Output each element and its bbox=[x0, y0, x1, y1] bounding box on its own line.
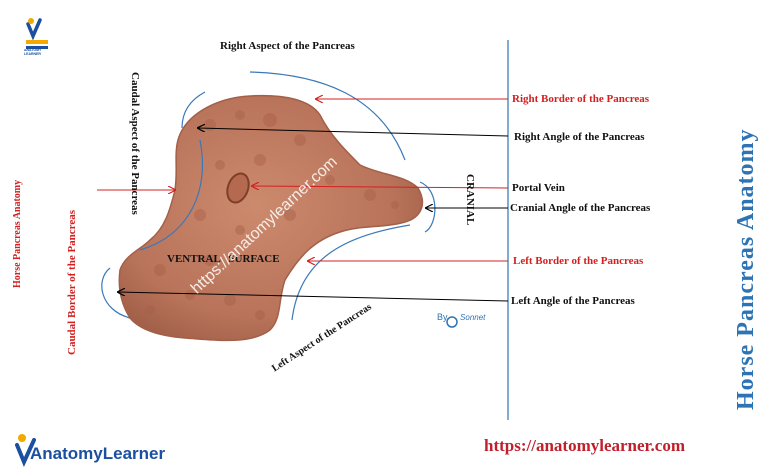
left-border-label: Left Border of the Pancreas bbox=[513, 255, 644, 267]
left-angle-arrow bbox=[118, 292, 509, 302]
cranial-angle-label: Cranial Angle of the Pancreas bbox=[510, 202, 651, 214]
right-angle-label: Right Angle of the Pancreas bbox=[514, 131, 645, 143]
brand-logo-top bbox=[26, 18, 48, 49]
left-angle-arc bbox=[101, 267, 131, 319]
by-text: By Sonnet bbox=[437, 312, 485, 322]
portal-vein-shape bbox=[226, 172, 250, 204]
by-label: By bbox=[437, 312, 448, 322]
cranial-angle-arc bbox=[419, 181, 436, 233]
ventral-surface-label: VENTRAL SURFACE bbox=[167, 253, 280, 265]
right-angle-arrow bbox=[198, 128, 509, 137]
left-border-arc bbox=[291, 224, 411, 321]
portal-vein-arrow bbox=[252, 186, 509, 188]
caudal-aspect-arc bbox=[139, 139, 204, 251]
pancreas-texture bbox=[145, 110, 399, 320]
caudal-aspect-label: Caudal Aspect of the Pancreas bbox=[129, 72, 141, 215]
brand-logo-top-text: ANATOMY LEARNER bbox=[24, 49, 42, 56]
by-name: Sonnet bbox=[460, 313, 486, 322]
left-angle-label: Left Angle of the Pancreas bbox=[511, 295, 635, 307]
caudal-border-label: Caudal Border of the Pancreas bbox=[66, 209, 78, 355]
right-aspect-arc bbox=[249, 71, 406, 161]
side-title-vertical: Horse Pancreas Anatomy bbox=[12, 179, 23, 288]
brand-logo-text[interactable]: AnatomyLearner bbox=[30, 444, 166, 463]
cranial-label: CRANIAL bbox=[464, 174, 476, 226]
sonnet-icon bbox=[446, 316, 458, 328]
right-border-arc bbox=[181, 91, 206, 129]
right-aspect-label: Right Aspect of the Pancreas bbox=[220, 40, 355, 52]
brand-logo-icon bbox=[15, 434, 36, 468]
right-border-label: Right Border of the Pancreas bbox=[512, 93, 650, 105]
page-title-vertical: Horse Pancreas Anatomy bbox=[733, 128, 759, 410]
site-url[interactable]: https://anatomylearner.com bbox=[484, 436, 685, 455]
portal-vein-label: Portal Vein bbox=[512, 182, 565, 194]
pancreas-organ bbox=[118, 94, 424, 342]
